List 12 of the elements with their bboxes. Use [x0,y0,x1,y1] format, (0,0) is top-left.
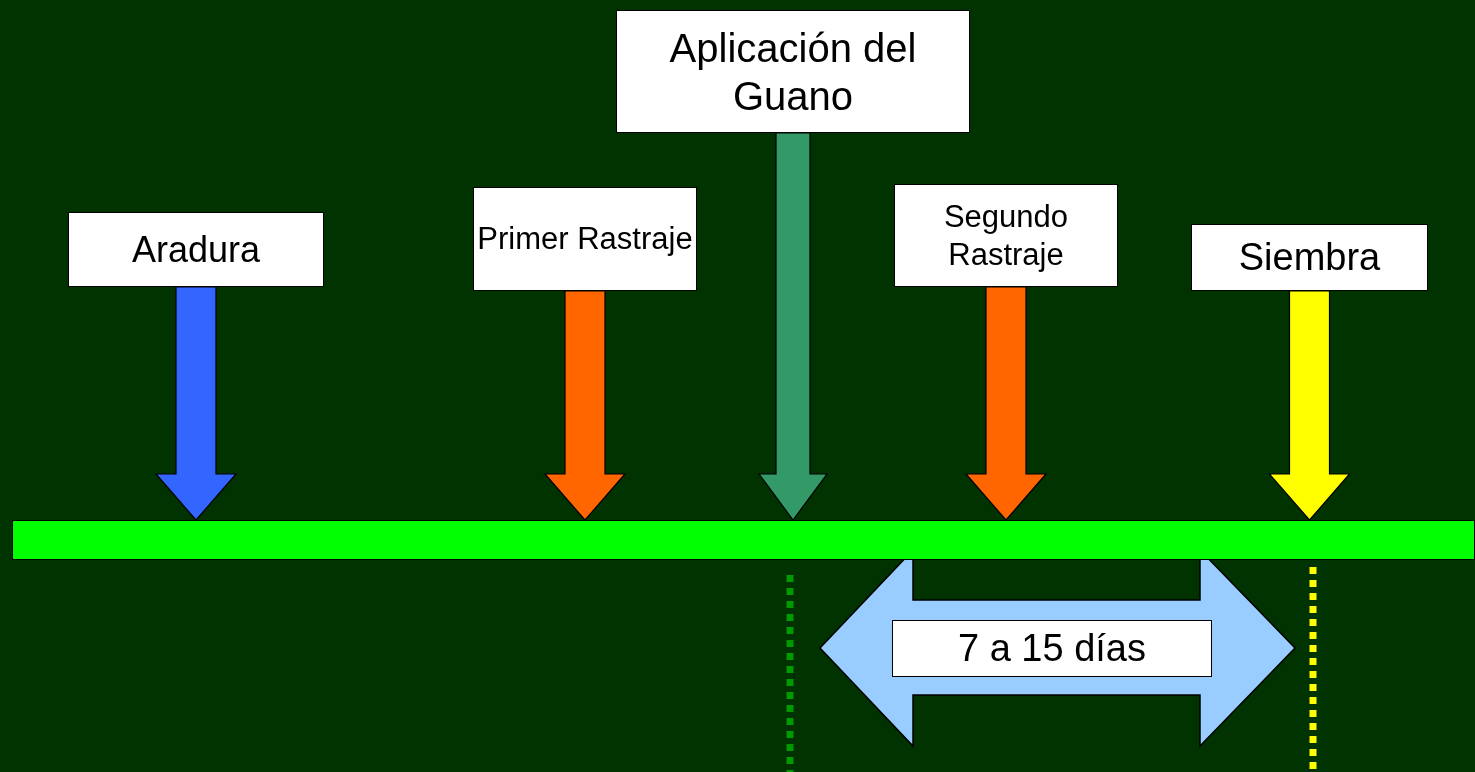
step-card: Aplicación del Guano [616,10,970,133]
block-arrow [964,286,1048,521]
block-arrow [154,286,238,521]
block-arrow [1268,290,1351,521]
step-card: Segundo Rastraje [894,184,1118,287]
step-card: Primer Rastraje [473,187,697,291]
step-card: Aradura [68,212,324,287]
timeline-bar [12,520,1475,560]
duration-label-card: 7 a 15 días [892,620,1212,677]
block-arrow [757,132,829,521]
step-card: Siembra [1191,224,1428,291]
block-arrow [543,290,627,521]
